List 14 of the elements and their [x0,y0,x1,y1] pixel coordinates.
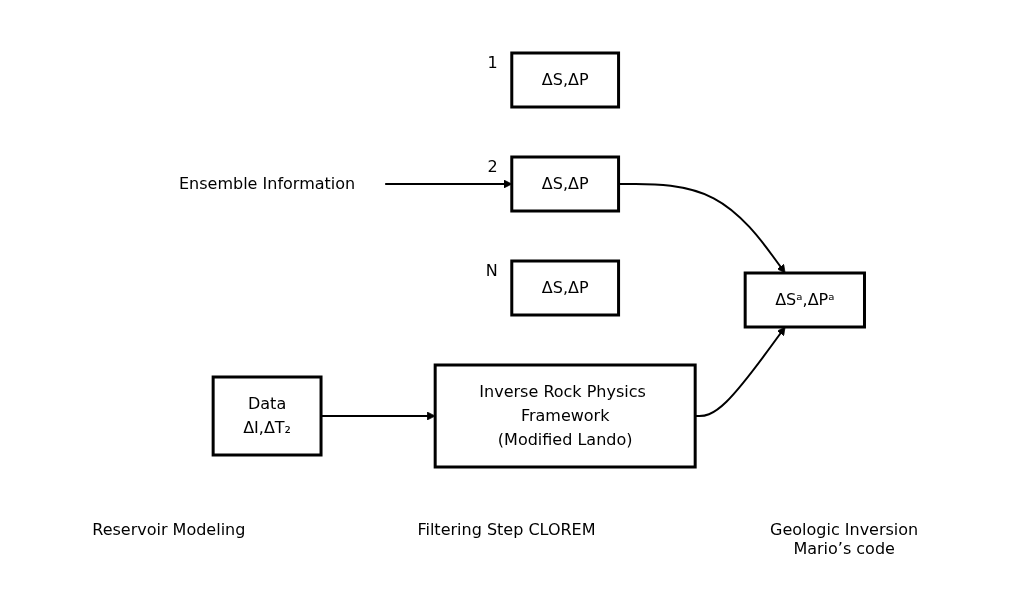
node-box: Data ΔI,ΔT₂ [211,375,323,457]
node-box: ΔSᵃ,ΔPᵃ [743,271,866,329]
node-box: ΔS,ΔP [510,155,620,213]
ensemble-number: N [485,261,498,280]
caption-label: Filtering Step CLOREM [416,520,597,541]
node-box: ΔS,ΔP [510,259,620,317]
node-box: ΔS,ΔP [510,51,620,109]
ensemble-number: 1 [487,53,498,72]
node-text: Ensemble Information [178,174,355,193]
arrow [383,179,512,189]
node-box: Inverse Rock Physics Framework (Modified Lando) [433,363,697,469]
ensemble-number: 2 [487,157,498,176]
caption-label: Reservoir Modeling [91,520,247,541]
caption-label: Geologic Inversion Mario’s code [769,520,920,558]
